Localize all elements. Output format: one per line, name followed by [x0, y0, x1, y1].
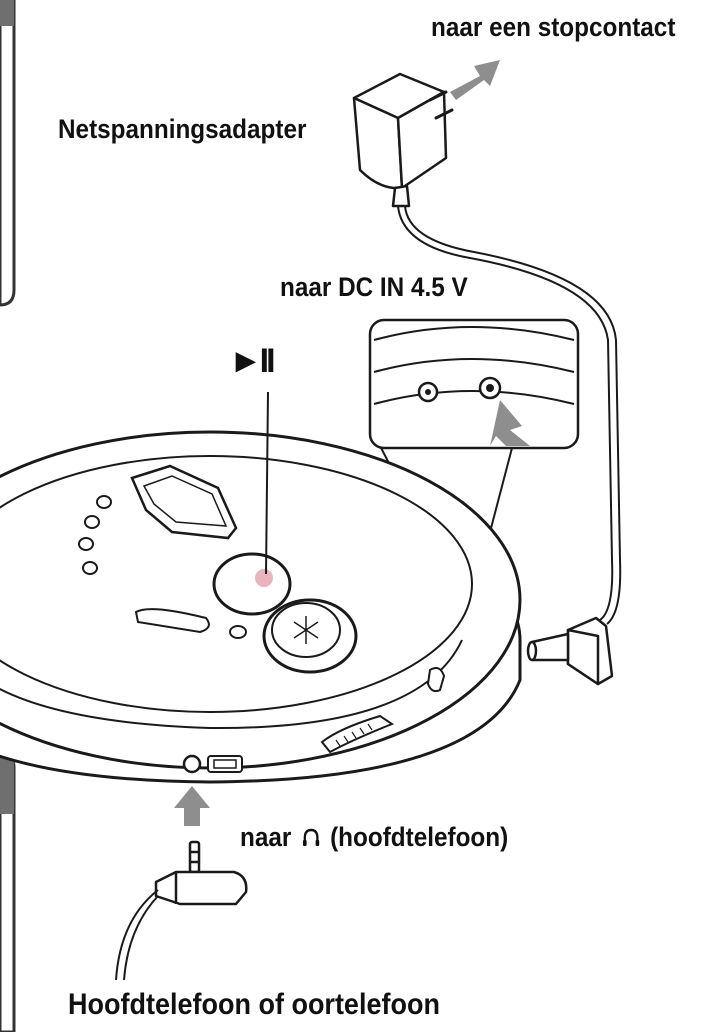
- ac-adapter: [352, 72, 448, 208]
- page-tab-bottom: [0, 750, 16, 1032]
- outlet-label: naar een stopcontact: [431, 12, 676, 42]
- headphone-label-prefix: naar: [240, 822, 292, 852]
- page-tab-top: [0, 0, 16, 307]
- headphone-cable: [115, 889, 159, 981]
- dc-in-label: naar DC IN 4.5 V: [280, 272, 468, 302]
- outlet-arrow-icon: [450, 60, 500, 100]
- dc-in-callout: [368, 318, 580, 617]
- headphone-label-suffix: (hoofdtelefoon): [330, 822, 509, 852]
- adapter-label: Netspanningsadapter: [58, 114, 307, 144]
- play-leader-line: [265, 391, 269, 575]
- dc-plug: [526, 616, 614, 686]
- headphones-label: Hoofdtelefoon of oortelefoon: [68, 988, 440, 1021]
- headphone-plug: [154, 840, 248, 906]
- play-button-highlight: [255, 569, 273, 587]
- headphone-jack-label: naar (hoofdtelefoon): [240, 822, 508, 853]
- adapter-plug-prongs: [428, 90, 454, 120]
- headphone-icon: [302, 828, 319, 846]
- play-pause-label: ►II: [229, 342, 276, 380]
- adapter-cable: [397, 205, 622, 625]
- dc-in-arrow-icon: [490, 400, 530, 446]
- cd-player: [0, 430, 522, 784]
- headphone-arrow-icon: [174, 786, 210, 826]
